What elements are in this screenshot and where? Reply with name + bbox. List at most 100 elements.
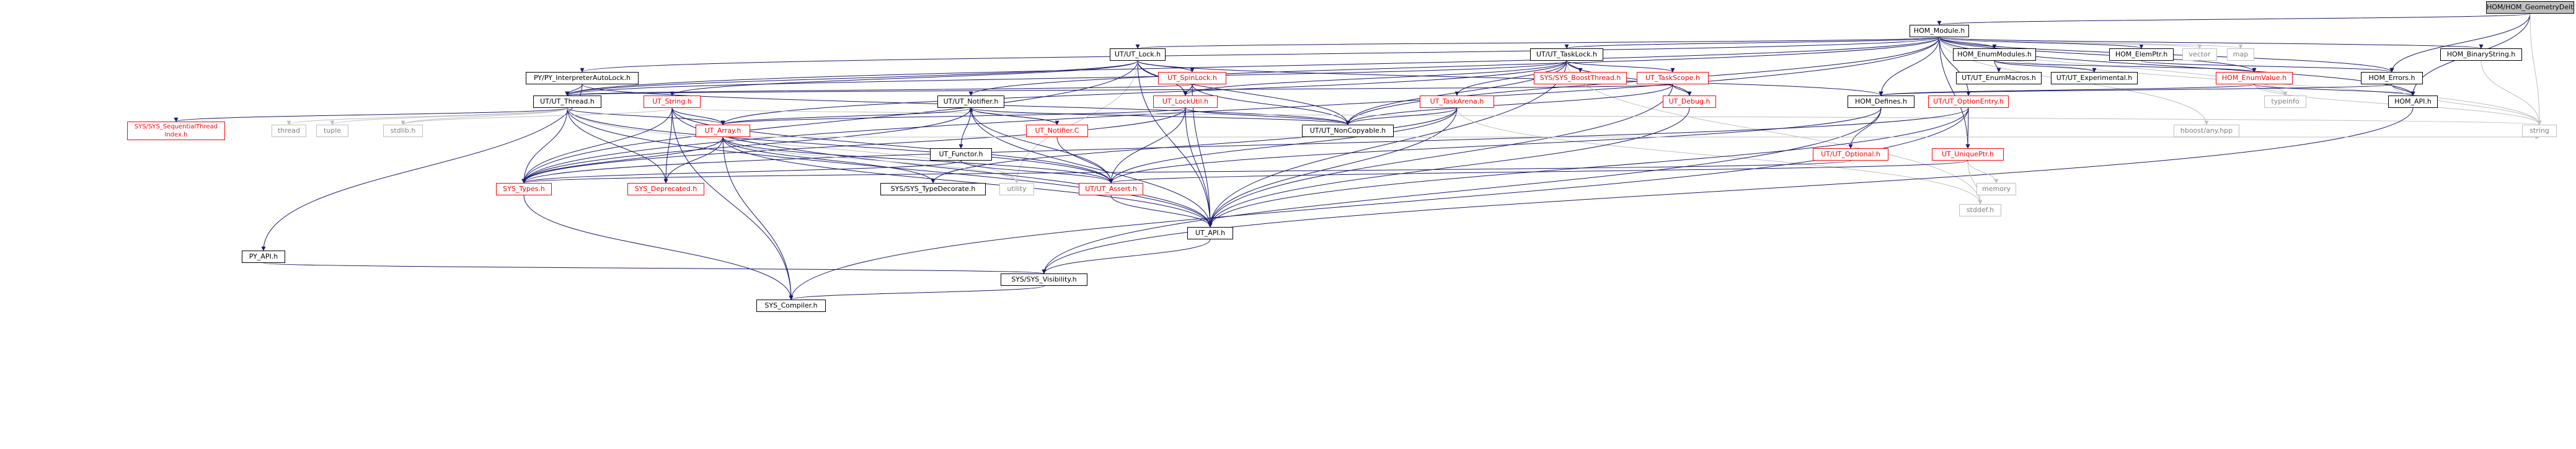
edge-ut-array-to-ut-api [722,136,1213,228]
edge-ut-thread-to-ut-array [567,107,725,125]
node-ut-spinlock[interactable]: UT_SpinLock.h [1158,72,1226,84]
edge-sys-visibility-to-sys-compiler [789,285,1045,300]
node-ut-notifier[interactable]: UT/UT_Notifier.h [937,96,1004,108]
edge-ut-thread-to-utility [567,107,1019,184]
edge-hom-defines-to-ut-assert [1109,107,1882,184]
node-sys-deprecated[interactable]: SYS_Deprecated.h [627,183,704,195]
node-vector: vector [2182,48,2217,61]
node-hom-defines[interactable]: HOM_Defines.h [1848,96,1914,108]
edge-ut-notifier-to-ut-array [720,107,972,125]
edge-ut-taskarena-to-ut-api [1208,107,1458,228]
edge-ut-array-to-utility [722,136,1019,184]
node-ut-assert[interactable]: UT/UT_Assert.h [1079,183,1143,195]
node-hom-errors[interactable]: HOM_Errors.h [2361,72,2423,84]
node-py-interpreter[interactable]: PY/PY_InterpreterAutoLock.h [526,72,639,84]
edge-ut-optionentry-to-sys-compiler [789,107,1969,300]
edge-ut-lock-to-ut-spinlock [1137,60,1195,73]
edge-ut-lockutil-to-ut-api [1185,107,1213,228]
edge-hom-enummodules-to-ut-experimental [1994,60,2097,73]
node-ut-taskscope[interactable]: UT_TaskScope.h [1637,72,1709,84]
node-ut-notifier-c[interactable]: UT_Notifier.C [1026,125,1088,137]
edge-ut-optional-to-sys-types [522,160,1851,184]
edge-ut-string-to-sys-deprecated [663,107,673,184]
node-ut-optional[interactable]: UT/UT_Optional.h [1813,148,1888,161]
edge-hom-module-to-ut-tasklock [1564,37,1940,49]
node-ut-enummacros[interactable]: UT/UT_EnumMacros.h [1956,72,2042,84]
node-ut-functor[interactable]: UT_Functor.h [930,148,992,161]
node-hom-enumvalue[interactable]: HOM_EnumValue.h [2216,72,2293,84]
edge-hom-module-to-hom-binarystring [1939,37,2483,49]
edge-ut-array-to-ut-assert [722,136,1113,184]
node-ut-noncopyable[interactable]: UT/UT_NonCopyable.h [1302,125,1394,137]
node-ut-thread[interactable]: UT/UT_Thread.h [533,96,601,108]
node-ut-experimental[interactable]: UT/UT_Experimental.h [2051,72,2138,84]
edge-ut-debug-to-ut-api [1208,107,1690,228]
node-sys-typedecorate[interactable]: SYS/SYS_TypeDecorate.h [880,183,986,195]
node-hom-enummodules[interactable]: HOM_EnumModules.h [1953,48,2036,61]
edge-ut-uniqueptr-to-memory [1967,160,1999,184]
edge-ut-taskarena-to-ut-assert [1109,107,1458,184]
edge-ut-lock-to-ut-thread [565,60,1138,96]
node-map: map [2227,48,2254,61]
node-tuple: tuple [316,125,348,137]
edge-ut-lock-to-hom-defines [1137,60,1883,96]
edge-ut-thread-to-thread [286,107,568,125]
edge-ut-tasklock-to-ut-thread [565,60,1567,96]
node-ut-debug[interactable]: UT_Debug.h [1663,96,1716,108]
edge-ut-array-to-sys-deprecated [663,136,724,184]
edge-ut-notifier-c-to-ut-notifier [968,107,1058,125]
edge-ut-thread-to-sys-types [521,107,568,184]
edge-hom-module-to-ut-optionentry [1939,37,1971,96]
node-ut-uniqueptr[interactable]: UT_UniquePtr.h [1932,148,2004,161]
edge-hom-module-to-ut-thread [565,37,1940,96]
node-sys-boostthread[interactable]: SYS/SYS_BoostThread.h [1534,72,1627,84]
edge-ut-string-to-string [671,107,2541,125]
node-ut-api[interactable]: UT_API.h [1187,227,1233,239]
node-sys-seqthread[interactable]: SYS/SYS_SequentialThread Index.h [127,122,225,140]
edge-hom-module-to-hom-enummodules [1939,37,1997,49]
edge-hom-elemptr-to-hom-errors [2141,60,2394,73]
node-py-api[interactable]: PY_API.h [242,251,285,263]
edge-hom-api-to-sys-visibility [1042,107,2414,274]
edge-hom-errors-to-hom-defines [1879,84,2392,96]
edge-hom-errors-to-hom-api [2391,84,2415,96]
node-ut-optionentry[interactable]: UT/UT_OptionEntry.h [1928,96,2009,108]
edge-ut-thread-to-sys-deprecated [567,107,668,184]
edge-ut-thread-to-sys-seqthread [174,107,568,122]
node-hom-api[interactable]: HOM_API.h [2388,96,2438,108]
edge-ut-taskscope-to-ut-debug [1672,84,1692,96]
node-ut-taskarena[interactable]: UT_TaskArena.h [1420,96,1494,108]
node-ut-tasklock[interactable]: UT/UT_TaskLock.h [1530,48,1603,61]
edge-ut-thread-to-tuple [330,107,568,125]
edge-ut-spinlock-to-ut-thread [565,84,1193,96]
node-hom-binarystring[interactable]: HOM_BinaryString.h [2440,48,2522,61]
edge-hom-errors-to-string [2391,84,2542,125]
node-hom-module[interactable]: HOM_Module.h [1910,25,1969,37]
node-sys-visibility[interactable]: SYS/SYS_Visibility.h [1001,273,1087,286]
dependency-edges [174,13,2542,300]
edge-ut-tasklock-to-ut-array [720,60,1567,125]
edge-ut-lockutil-to-ut-array [720,107,1186,125]
node-sys-compiler[interactable]: SYS_Compiler.h [756,300,826,312]
edge-ut-api-to-sys-visibility [1042,239,1211,274]
edge-ut-lock-to-sys-types [521,60,1138,184]
node-ut-lockutil[interactable]: UT_LockUtil.h [1153,96,1218,108]
edge-ut-lockutil-to-sys-types [521,107,1186,184]
node-ut-string[interactable]: UT_String.h [644,96,701,108]
edge-hom-module-to-hom-defines [1879,37,1940,96]
edge-ut-tasklock-to-ut-taskscope [1566,60,1675,73]
node-hom-elemptr[interactable]: HOM_ElemPtr.h [2109,48,2174,61]
edge-ut-notifier-c-to-ut-assert [1056,136,1113,184]
edge-sys-types-to-sys-compiler [523,195,794,300]
edge-ut-array-to-sys-compiler [722,136,794,300]
node-stdlib: stdlib.h [383,125,423,137]
edge-hom-module-to-py-interpreter [580,37,1940,73]
node-ut-array[interactable]: UT_Array.h [696,125,750,137]
node-root: HOM/HOM_GeometryDelta.h [2486,1,2574,14]
node-ut-lock[interactable]: UT/UT_Lock.h [1110,48,1166,61]
edge-ut-notifier-to-ut-noncopyable [970,107,1350,125]
edge-ut-optionentry-to-ut-api [1208,107,1969,228]
edge-ut-array-to-sys-types [521,136,724,184]
node-sys-types[interactable]: SYS_Types.h [496,183,552,195]
